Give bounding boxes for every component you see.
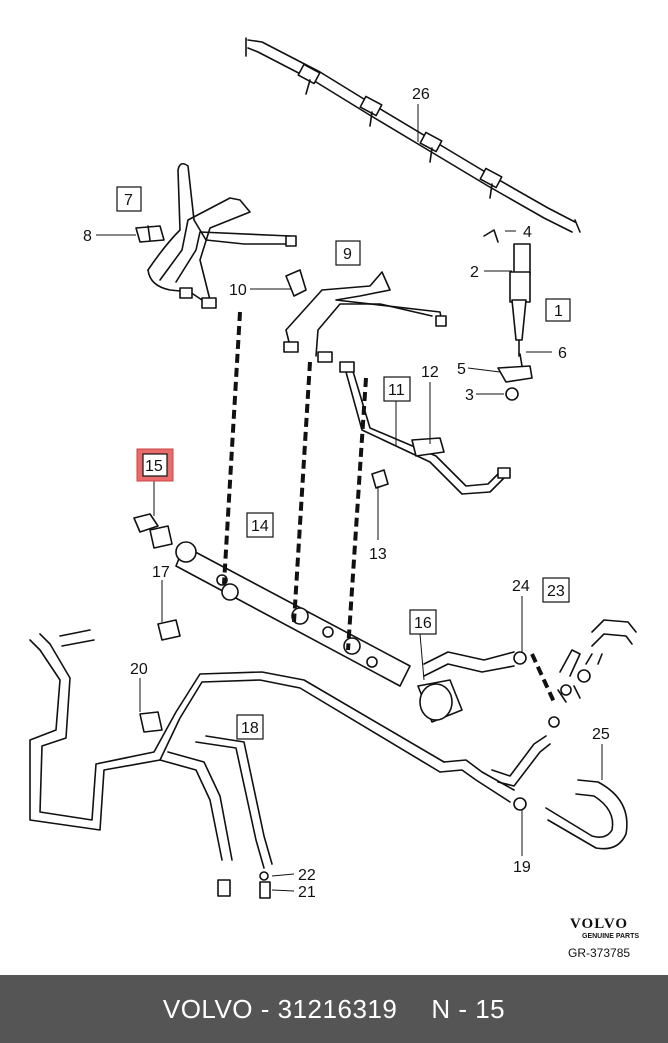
clip-8-drawing bbox=[135, 225, 165, 243]
label-15[interactable]: 15 bbox=[145, 458, 163, 475]
label-14[interactable]: 14 bbox=[251, 518, 269, 535]
label-23[interactable]: 23 bbox=[547, 583, 565, 600]
bolt-17-drawing bbox=[157, 619, 181, 641]
injector-drawing bbox=[483, 229, 531, 357]
footer-brand: VOLVO bbox=[162, 993, 254, 1024]
parts-diagram: 26 7 8 9 10 4 2 1 5 6 3 11 12 15 14 13 1… bbox=[29, 37, 639, 960]
label-25[interactable]: 25 bbox=[592, 726, 610, 743]
fuel-lines-9-drawing bbox=[283, 271, 447, 363]
label-6[interactable]: 6 bbox=[558, 345, 567, 362]
label-16[interactable]: 16 bbox=[414, 615, 432, 632]
hoses-23-drawing bbox=[548, 619, 637, 728]
label-8[interactable]: 8 bbox=[83, 228, 92, 245]
label-box-7 bbox=[116, 186, 142, 212]
label-20[interactable]: 20 bbox=[130, 661, 148, 678]
clip-20-drawing bbox=[139, 711, 163, 733]
label-9[interactable]: 9 bbox=[343, 246, 352, 263]
footer-part-number[interactable]: 31216319 bbox=[277, 993, 398, 1024]
pressure-sensor-drawing bbox=[133, 513, 173, 549]
part-labels: 26 7 8 9 10 4 2 1 5 6 3 11 12 15 14 13 1… bbox=[83, 86, 610, 901]
label-box-16 bbox=[409, 609, 437, 635]
label-1[interactable]: 1 bbox=[554, 303, 563, 320]
label-box-15-inner bbox=[142, 453, 168, 477]
genuine-parts-text: GENUINE PARTS bbox=[582, 933, 639, 940]
fuel-line-11-drawing bbox=[339, 361, 511, 495]
fuel-lines-18-drawing bbox=[29, 629, 527, 899]
label-box-23 bbox=[542, 577, 570, 603]
footer-position-code: N - 15 bbox=[431, 993, 506, 1024]
footer-separator: - bbox=[253, 993, 278, 1024]
label-26[interactable]: 26 bbox=[412, 86, 430, 103]
hose-25-drawing bbox=[491, 735, 628, 850]
label-box-11 bbox=[383, 376, 411, 402]
label-box-9 bbox=[335, 240, 361, 266]
label-21[interactable]: 21 bbox=[298, 884, 316, 901]
label-17[interactable]: 17 bbox=[152, 564, 170, 581]
label-19[interactable]: 19 bbox=[513, 859, 531, 876]
connection-lines bbox=[222, 311, 556, 703]
clamp-5-drawing bbox=[497, 353, 533, 401]
label-12[interactable]: 12 bbox=[421, 364, 439, 381]
label-3[interactable]: 3 bbox=[465, 387, 474, 404]
label-2[interactable]: 2 bbox=[470, 264, 479, 281]
label-13[interactable]: 13 bbox=[369, 546, 387, 563]
label-7[interactable]: 7 bbox=[124, 192, 133, 209]
clip-10-drawing bbox=[285, 269, 307, 297]
leader-lines bbox=[96, 104, 603, 892]
diagram-reference: GR-373785 bbox=[568, 946, 630, 960]
label-10[interactable]: 10 bbox=[229, 282, 247, 299]
hose-24-drawing bbox=[423, 651, 527, 677]
return-line-drawing bbox=[245, 37, 581, 233]
label-box-1 bbox=[545, 298, 571, 322]
label-11[interactable]: 11 bbox=[388, 382, 405, 399]
label-box-18 bbox=[236, 714, 264, 740]
label-18[interactable]: 18 bbox=[241, 720, 259, 737]
label-box-14 bbox=[246, 512, 274, 538]
label-24[interactable]: 24 bbox=[512, 578, 530, 595]
volvo-logo: VOLVO bbox=[570, 916, 628, 932]
label-5[interactable]: 5 bbox=[457, 361, 466, 378]
label-22[interactable]: 22 bbox=[298, 867, 316, 884]
part-footer-bar: VOLVO - 31216319 N - 15 bbox=[0, 975, 668, 1043]
label-4[interactable]: 4 bbox=[523, 224, 532, 241]
bolt-13-drawing bbox=[371, 469, 389, 489]
brand-block: VOLVO GENUINE PARTS GR-373785 bbox=[568, 916, 639, 960]
bracket-12-drawing bbox=[411, 437, 445, 457]
fuel-lines-7-drawing bbox=[147, 162, 297, 309]
regulator-16-drawing bbox=[417, 679, 463, 723]
